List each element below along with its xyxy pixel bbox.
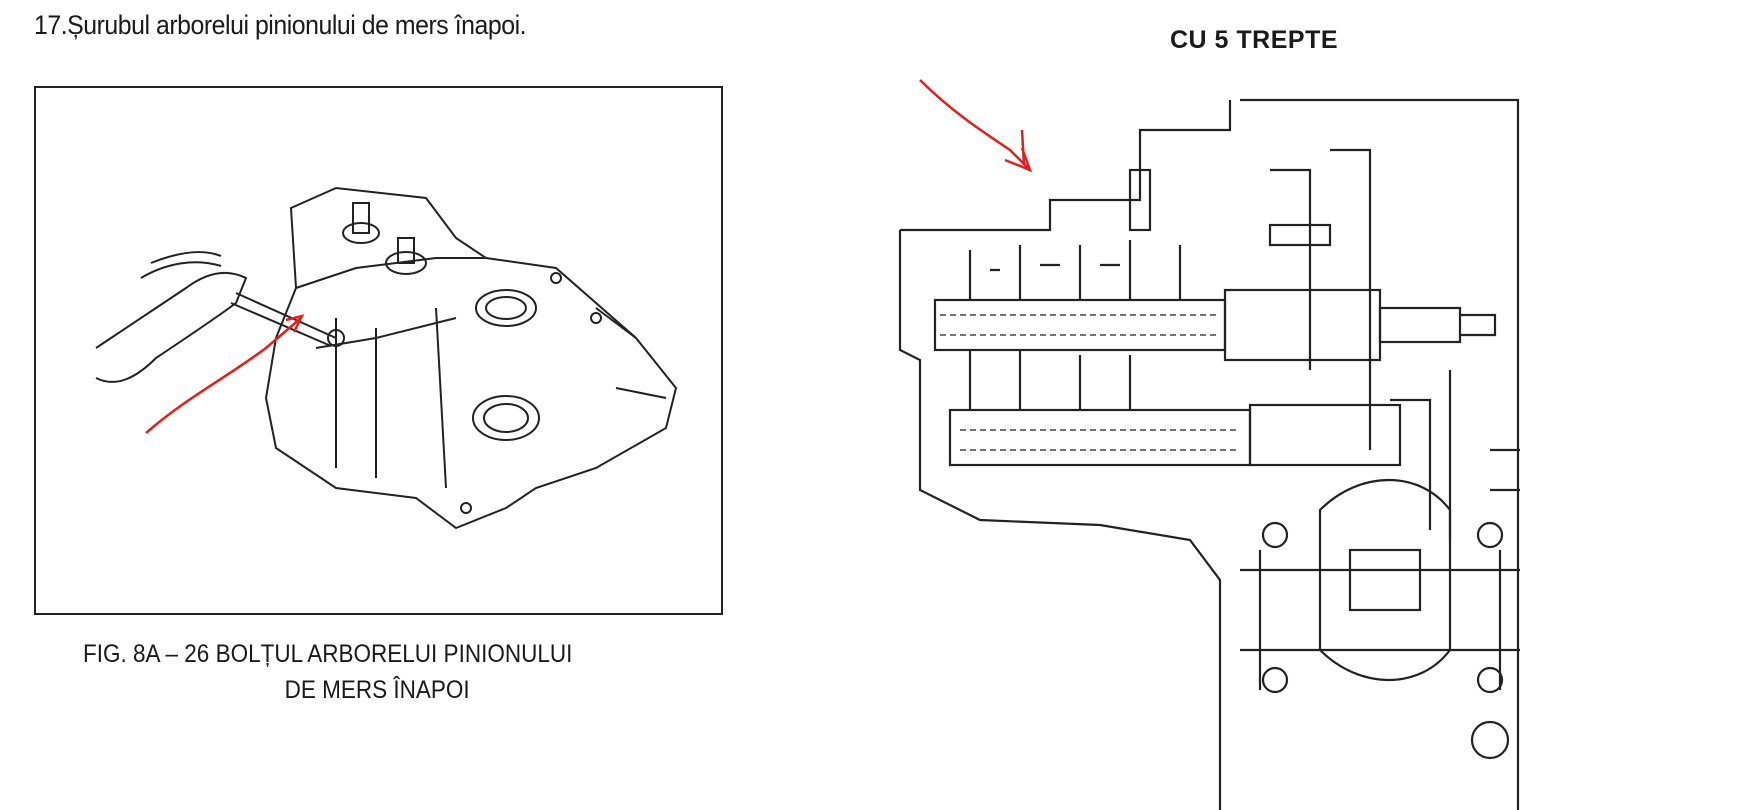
step-title: 17.Șurubul arborelui pinionului de mers … [34,10,527,40]
caption-line-2: DE MERS ÎNAPOI [284,676,470,704]
gearbox-housing-drawing [95,186,678,530]
section-heading: CU 5 TREPTE [1170,26,1339,54]
red-arrow-annotation [145,314,305,434]
figure-gearbox-illustration [34,86,723,615]
transmission-cross-section-drawing [898,79,1520,810]
figure-caption: FIG. 8A – 26 BOLȚUL ARBORELUI PINIONULUI… [83,636,572,708]
caption-line-1: FIG. 8A – 26 BOLȚUL ARBORELUI PINIONULUI [83,640,573,668]
red-arrow-annotation [919,79,1033,173]
